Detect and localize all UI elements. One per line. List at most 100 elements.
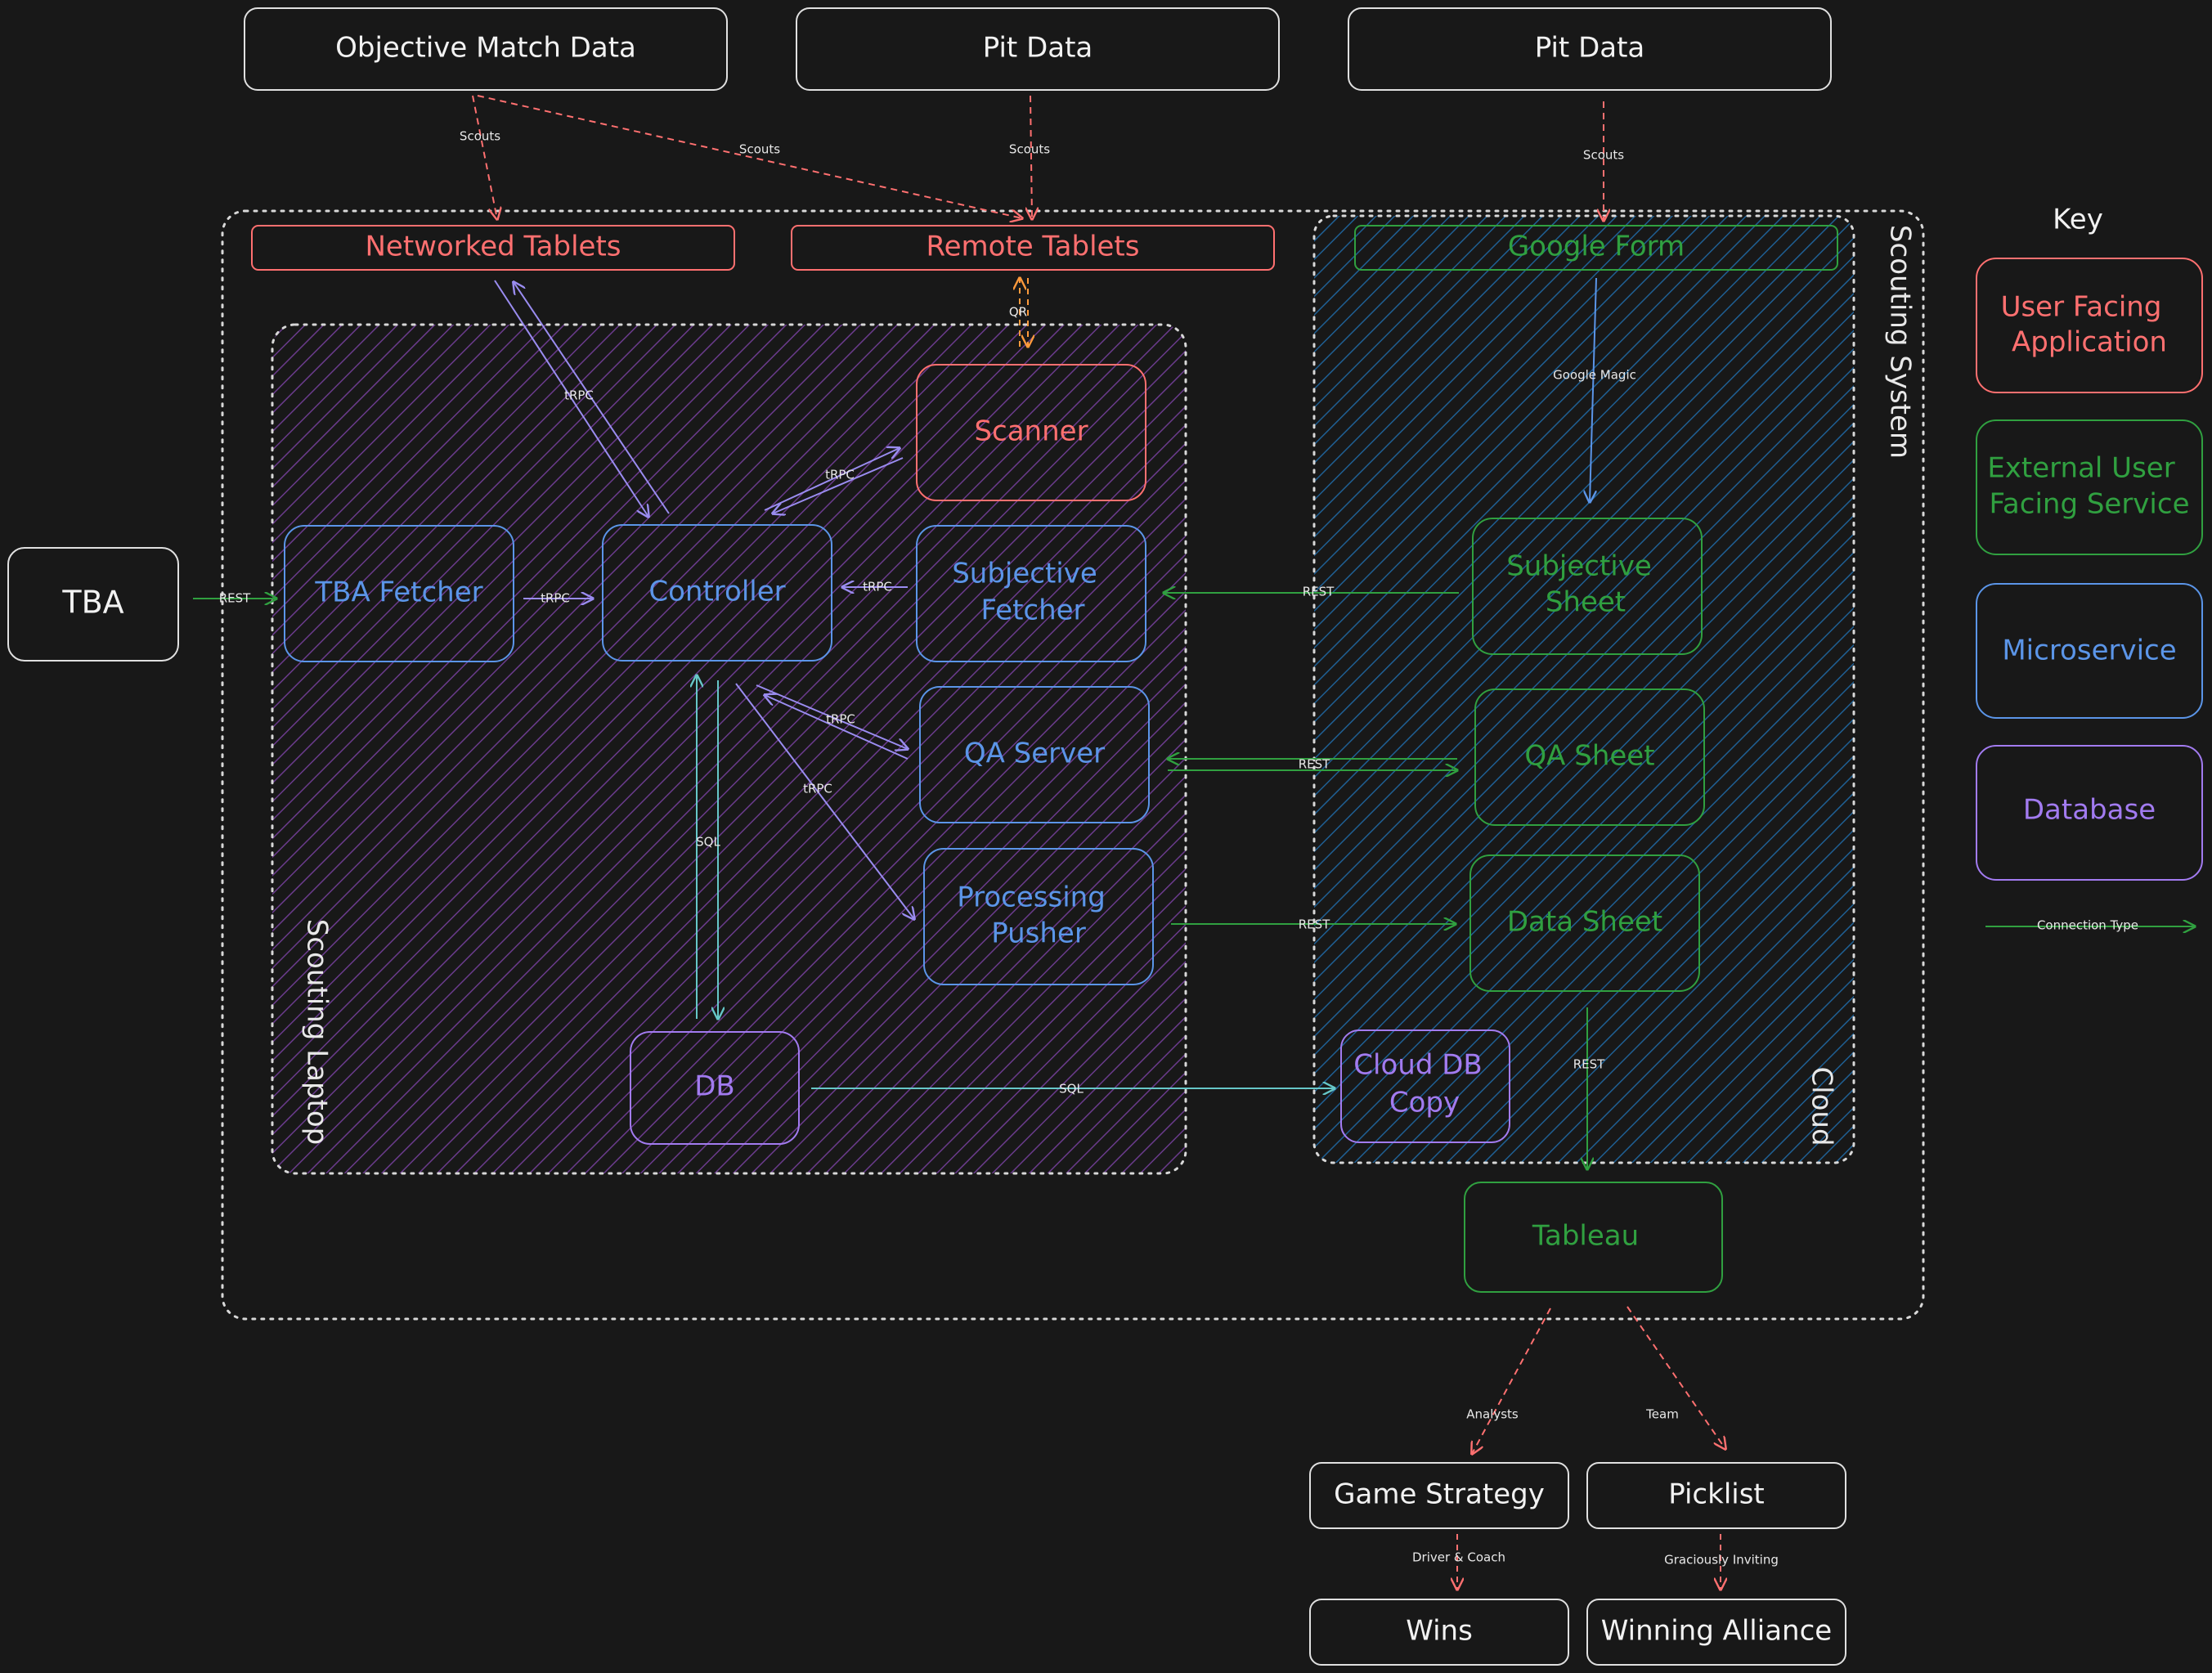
edge-objective-networked xyxy=(472,95,497,219)
remote-tablets-box[interactable]: Remote Tablets xyxy=(791,225,1275,271)
edge-qaserver-controller xyxy=(765,695,909,760)
key-external: External User Facing Service xyxy=(1976,419,2203,555)
edge-controller-scanner xyxy=(764,448,900,511)
tba-label: TBA xyxy=(61,585,123,621)
processing-pusher-label-2: Pusher xyxy=(991,917,1086,950)
sql-label-1: SQL xyxy=(696,835,720,850)
scouts-label-4: Scouts xyxy=(1583,148,1624,163)
qa-sheet-box[interactable]: QA Sheet xyxy=(1474,688,1705,826)
db-label: DB xyxy=(694,1070,735,1103)
networked-tablets-box[interactable]: Networked Tablets xyxy=(251,225,735,271)
key-external-line-1: External User xyxy=(1987,452,2174,485)
key-user-facing: User Facing Application xyxy=(1976,258,2203,393)
cloud-db-copy-label-2: Copy xyxy=(1389,1087,1460,1119)
sql-label-2: SQL xyxy=(1059,1082,1084,1097)
trpc-label-6: tRPC xyxy=(803,782,832,796)
key-connection-label: Connection Type xyxy=(2037,918,2138,933)
tba-fetcher-label: TBA Fetcher xyxy=(314,576,482,609)
rest-label-2: REST xyxy=(1303,585,1335,599)
graciously-inviting-label: Graciously Inviting xyxy=(1664,1553,1779,1568)
scouts-label-3: Scouts xyxy=(1009,142,1050,157)
remote-tablets-label: Remote Tablets xyxy=(927,231,1140,263)
trpc-label-1: tRPC xyxy=(564,388,594,403)
key-title: Key xyxy=(2053,204,2103,236)
picklist-box[interactable]: Picklist xyxy=(1586,1462,1846,1529)
team-label: Team xyxy=(1645,1407,1679,1422)
scouts-label-1: Scouts xyxy=(460,129,500,144)
trpc-label-2: tRPC xyxy=(825,468,855,482)
edge-networked-controller-b xyxy=(514,282,670,514)
edge-networked-controller-a xyxy=(494,280,648,517)
winning-alliance-label: Winning Alliance xyxy=(1601,1615,1832,1648)
subjective-sheet-box[interactable]: Subjective Sheet xyxy=(1472,518,1703,655)
key-user-facing-line-2: Application xyxy=(2012,326,2167,359)
picklist-label: Picklist xyxy=(1668,1478,1765,1511)
winning-alliance-box[interactable]: Winning Alliance xyxy=(1586,1599,1846,1666)
qa-sheet-label: QA Sheet xyxy=(1524,740,1654,773)
rest-label-1: REST xyxy=(219,591,251,606)
networked-tablets-label: Networked Tablets xyxy=(365,231,621,263)
objective-match-data-box[interactable]: Objective Match Data xyxy=(244,7,728,91)
subjective-sheet-label-2: Sheet xyxy=(1546,586,1626,619)
driver-coach-label: Driver & Coach xyxy=(1412,1550,1505,1565)
scouting-laptop-label: Scouting Laptop xyxy=(301,919,334,1145)
rest-label-4: REST xyxy=(1299,917,1330,932)
google-form-box[interactable]: Google Form xyxy=(1354,225,1838,271)
key-microservice-label: Microservice xyxy=(2002,635,2176,667)
edge-pit1-remote xyxy=(1030,95,1032,219)
scouting-system-label: Scouting System xyxy=(1884,225,1917,459)
controller-box[interactable]: Controller xyxy=(602,524,832,662)
edge-objective-remote xyxy=(477,95,1022,218)
analysts-label: Analysts xyxy=(1466,1407,1519,1422)
scanner-label: Scanner xyxy=(974,415,1088,448)
qa-server-box[interactable]: QA Server xyxy=(919,686,1150,823)
google-magic-label: Google Magic xyxy=(1553,368,1636,383)
trpc-label-4: tRPC xyxy=(863,580,892,594)
subjective-fetcher-box[interactable]: Subjective Fetcher xyxy=(916,525,1146,662)
scanner-box[interactable]: Scanner xyxy=(916,364,1146,501)
wins-label: Wins xyxy=(1406,1615,1473,1648)
tableau-box[interactable]: Tableau xyxy=(1464,1182,1723,1293)
subjective-fetcher-label-2: Fetcher xyxy=(980,594,1084,627)
rest-label-5: REST xyxy=(1573,1057,1605,1072)
cloud-label: Cloud xyxy=(1806,1066,1838,1146)
tba-box[interactable]: TBA xyxy=(7,547,179,662)
key-database: Database xyxy=(1976,745,2203,881)
cloud-db-copy-box[interactable]: Cloud DB Copy xyxy=(1340,1029,1510,1143)
data-sheet-label: Data Sheet xyxy=(1507,906,1662,939)
wins-box[interactable]: Wins xyxy=(1309,1599,1569,1666)
key-database-label: Database xyxy=(2023,794,2156,827)
rest-label-3: REST xyxy=(1299,757,1330,772)
pit-data-label-1: Pit Data xyxy=(983,32,1093,65)
cloud-db-copy-label-1: Cloud DB xyxy=(1353,1049,1482,1082)
processing-pusher-label-1: Processing xyxy=(957,881,1106,914)
edge-tableau-picklist xyxy=(1626,1306,1725,1449)
google-form-label: Google Form xyxy=(1508,231,1685,263)
qa-server-label: QA Server xyxy=(964,738,1105,770)
edge-tableau-gamestrategy xyxy=(1472,1307,1551,1454)
db-box[interactable]: DB xyxy=(630,1031,800,1145)
trpc-label-3: tRPC xyxy=(541,591,570,606)
game-strategy-label: Game Strategy xyxy=(1334,1478,1545,1511)
key-user-facing-line-1: User Facing xyxy=(2001,291,2162,324)
game-strategy-box[interactable]: Game Strategy xyxy=(1309,1462,1569,1529)
tba-fetcher-box[interactable]: TBA Fetcher xyxy=(284,525,514,662)
pit-data-box-1[interactable]: Pit Data xyxy=(796,7,1280,91)
objective-match-data-label: Objective Match Data xyxy=(335,32,636,65)
controller-label: Controller xyxy=(648,576,785,608)
key-external-line-2: Facing Service xyxy=(1989,488,2189,521)
data-sheet-box[interactable]: Data Sheet xyxy=(1469,854,1700,992)
processing-pusher-box[interactable]: Processing Pusher xyxy=(923,848,1154,985)
pit-data-label-2: Pit Data xyxy=(1535,32,1645,65)
edge-controller-processingpusher xyxy=(735,683,914,919)
scouting-system-group xyxy=(221,209,1925,1321)
tableau-label: Tableau xyxy=(1532,1220,1639,1253)
subjective-fetcher-label-1: Subjective xyxy=(952,558,1097,590)
edge-scanner-controller xyxy=(773,457,904,514)
subjective-sheet-label-1: Subjective xyxy=(1506,550,1652,583)
pit-data-box-2[interactable]: Pit Data xyxy=(1348,7,1832,91)
qr-label: QR xyxy=(1009,305,1027,320)
edge-controller-qaserver xyxy=(756,684,908,749)
scouts-label-2: Scouts xyxy=(739,142,780,157)
